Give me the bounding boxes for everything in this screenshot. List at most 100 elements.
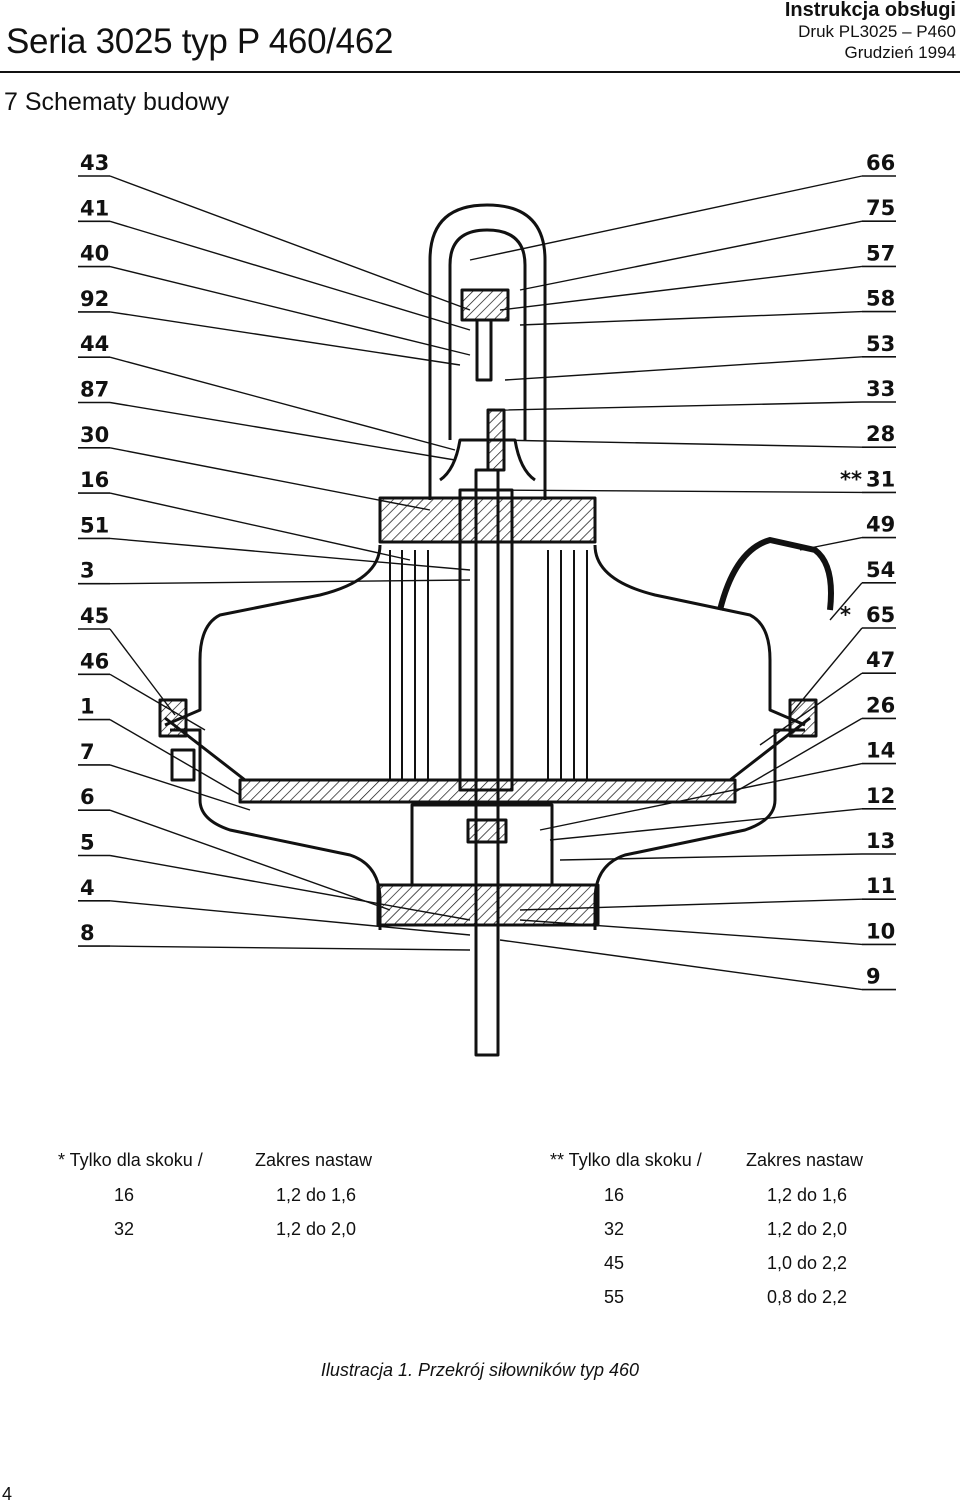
leader-line-33 [504,401,863,411]
part-label-13: 13 [866,829,895,853]
part-label-4: 4 [80,876,95,900]
document-info: Instrukcja obsługi Druk PL3025 – P460 Gr… [785,0,956,63]
part-label-prefix-31: ** [840,467,862,491]
leader-line-87 [109,401,456,461]
part-label-58: 58 [866,287,895,311]
part-label-16: 16 [80,468,109,492]
leader-line-13 [559,853,863,861]
part-label-41: 41 [80,196,109,220]
table-left-range-1: 1,2 do 1,6 [276,1185,357,1205]
leader-line-28 [494,439,863,448]
part-label-51: 51 [80,513,109,537]
table-left-stroke-1: 16 [114,1185,135,1205]
leader-line-53 [504,356,863,381]
table-right-stroke-4: 55 [604,1287,625,1307]
part-label-12: 12 [866,784,895,808]
part-label-11: 11 [866,874,895,898]
part-label-9: 9 [866,965,881,989]
leader-line-1 [109,718,241,796]
leader-line-45 [109,628,176,716]
part-label-92: 92 [80,287,109,311]
part-label-49: 49 [866,513,895,537]
part-label-75: 75 [866,196,895,220]
doc-date: Grudzień 1994 [844,43,956,62]
leader-line-12 [549,808,863,841]
part-label-5: 5 [80,831,95,855]
leader-line-46 [109,673,206,731]
leader-line-3 [109,579,471,585]
leader-line-49 [799,536,863,551]
table-left-header-col1: * Tylko dla skoku / [58,1150,203,1170]
leader-line-30 [109,447,431,511]
leader-line-11 [519,898,863,911]
part-label-44: 44 [80,332,109,356]
leader-line-47 [759,672,863,746]
part-label-26: 26 [866,693,895,717]
part-label-28: 28 [866,422,895,446]
part-label-66: 66 [866,151,895,175]
header-rule [0,71,960,73]
part-label-33: 33 [866,377,895,401]
part-label-40: 40 [80,242,109,266]
leader-line-44 [109,356,456,451]
part-label-7: 7 [80,740,95,764]
part-label-31: 31 [866,467,895,491]
part-label-3: 3 [80,559,95,583]
part-label-6: 6 [80,785,95,809]
leader-line-6 [109,809,391,911]
part-label-30: 30 [80,423,109,447]
figure-caption: Ilustracja 1. Przekrój siłowników typ 46… [320,1360,640,1380]
leader-line-43 [109,175,471,311]
leader-line-92 [109,311,461,366]
table-left-range-2: 1,2 do 2,0 [276,1219,357,1239]
part-label-43: 43 [80,151,109,175]
table-right-range-4: 0,8 do 2,2 [767,1287,848,1307]
leader-line-65 [789,627,863,716]
leader-line-4 [109,900,471,936]
table-left-header-col2: Zakres nastaw [255,1150,373,1170]
series-title: Seria 3025 typ P 460/462 [6,22,394,61]
page-number: 4 [2,1484,13,1504]
leader-line-7 [109,764,251,811]
leader-line-41 [109,220,471,331]
leader-line-31 [484,489,863,494]
table-right-stroke-3: 45 [604,1253,625,1273]
leader-line-5 [109,854,471,921]
table-left-stroke-2: 32 [114,1219,135,1239]
part-label-46: 46 [80,649,109,673]
part-label-10: 10 [866,919,895,943]
leader-line-8 [109,945,471,951]
part-label-87: 87 [80,378,109,402]
part-label-54: 54 [866,558,895,582]
leader-line-40 [109,265,471,356]
leader-line-54 [829,582,863,621]
part-label-prefix-65: * [840,603,851,627]
table-right-range-1: 1,2 do 1,6 [767,1185,848,1205]
table-right-header-col1: ** Tylko dla skoku / [550,1150,702,1170]
print-code: Druk PL3025 – P460 [798,22,956,41]
leader-line-51 [109,537,471,571]
table-right-stroke-1: 16 [604,1185,625,1205]
leader-line-9 [499,939,863,991]
part-label-65: 65 [866,603,895,627]
part-label-45: 45 [80,604,109,628]
table-right-stroke-2: 32 [604,1219,625,1239]
leader-line-66 [469,175,863,261]
leader-line-16 [109,492,411,561]
leader-line-14 [539,762,863,831]
leader-line-75 [519,220,863,291]
section-title: 7 Schematy budowy [4,88,230,116]
leader-line-26 [734,717,863,793]
leader-line-58 [519,310,863,326]
actuator-outline [158,203,834,1057]
part-label-53: 53 [866,332,895,356]
table-right-range-3: 1,0 do 2,2 [767,1253,848,1273]
leader-lines [109,175,863,991]
part-label-57: 57 [866,241,895,265]
doc-type: Instrukcja obsługi [784,0,956,21]
table-right-header-col2: Zakres nastaw [746,1150,864,1170]
table-right-range-2: 1,2 do 2,0 [767,1219,848,1239]
part-label-14: 14 [866,739,895,763]
